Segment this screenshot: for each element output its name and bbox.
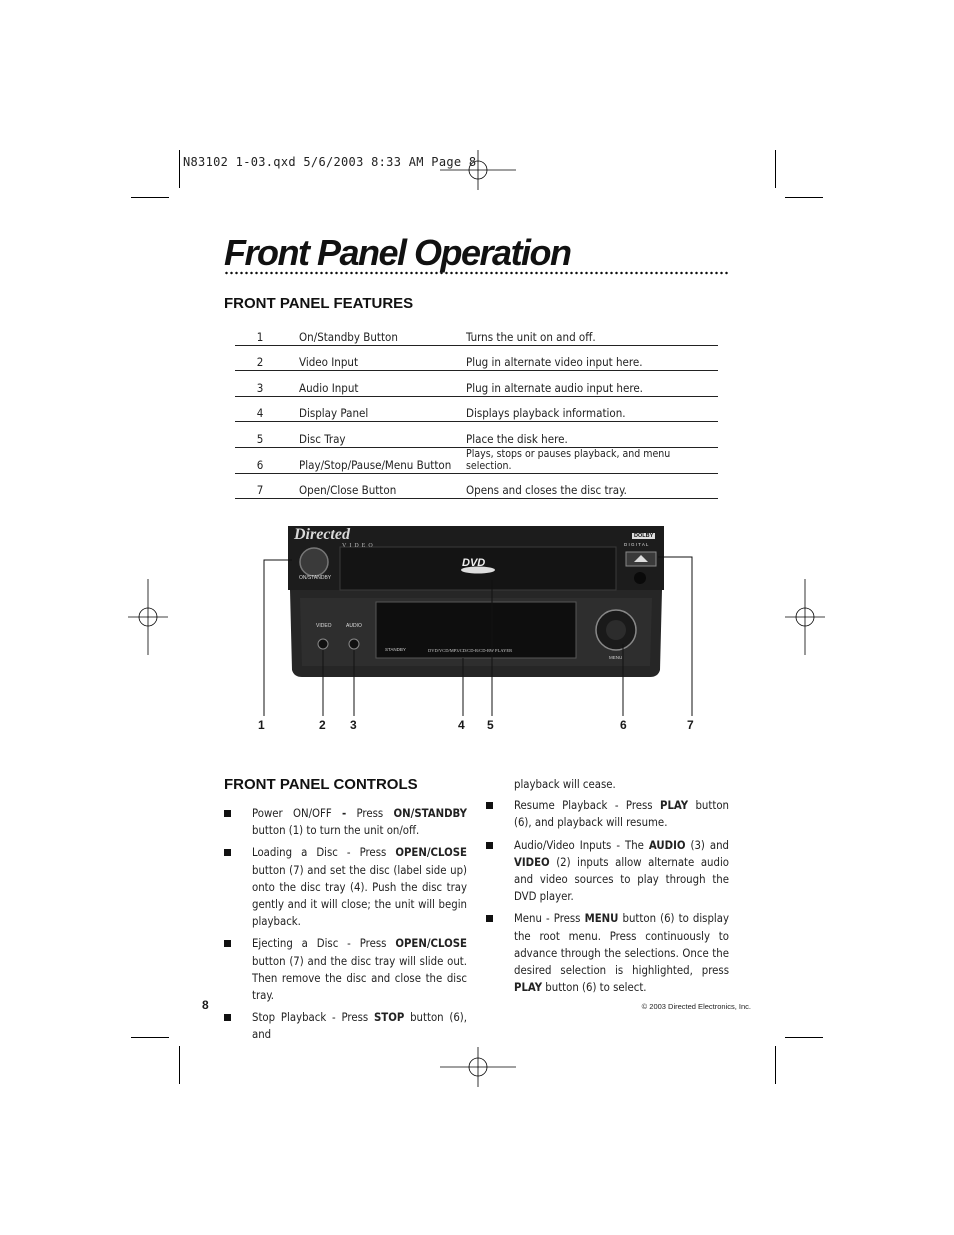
crop-mark (131, 197, 169, 198)
callout-7: 7 (687, 718, 694, 732)
features-heading: FRONT PANEL FEATURES (224, 295, 414, 312)
list-item: Ejecting a Disc - Press OPEN/CLOSE butto… (224, 935, 467, 1004)
list-item: Loading a Disc - Press OPEN/CLOSE button… (224, 844, 467, 930)
feature-number: 3 (235, 370, 299, 397)
registration-mark-right (785, 579, 825, 655)
crop-mark (775, 1046, 776, 1084)
feature-number: 1 (235, 320, 299, 346)
list-item: Stop Playback - Press STOP button (6), a… (224, 1009, 467, 1043)
feature-description: Opens and closes the disc tray. (466, 473, 718, 499)
list-item: Audio/Video Inputs - The AUDIO (3) and V… (486, 837, 729, 906)
registration-mark-bottom (440, 1047, 516, 1087)
on-standby-label: ON/STANDBY (299, 575, 332, 581)
crop-mark (179, 150, 180, 188)
dolby-digital-text: D I G I T A L (624, 542, 649, 547)
bullet-icon (224, 849, 231, 857)
crop-mark (775, 150, 776, 188)
feature-name: Display Panel (299, 396, 466, 422)
feature-number: 2 (235, 345, 299, 371)
copyright: © 2003 Directed Electronics, Inc. (641, 1002, 751, 1011)
registration-mark-top (440, 150, 516, 190)
feature-name: Disc Tray (299, 421, 466, 448)
controls-column-right: playback will cease. Resume Playback - P… (486, 776, 729, 1001)
crop-mark (785, 1037, 823, 1038)
feature-number: 7 (235, 473, 299, 499)
crop-mark (785, 197, 823, 198)
player-label: DVD/VCD/MP3/CD/CD-R/CD-RW PLAYER (428, 648, 513, 653)
page-title: Front Panel Operation (224, 232, 572, 273)
crop-mark (179, 1046, 180, 1084)
feature-name: On/Standby Button (299, 320, 466, 346)
list-item: Menu - Press MENU button (6) to display … (486, 910, 729, 996)
crop-mark (131, 1037, 169, 1038)
feature-name: Open/Close Button (299, 473, 466, 499)
registration-mark-left (128, 579, 168, 655)
video-jack (317, 638, 329, 650)
list-item: Resume Playback - Press PLAY button (6),… (486, 797, 729, 831)
bullet-icon (486, 841, 493, 849)
print-slug: N83102 1-03.qxd 5/6/2003 8:33 AM Page 8 (183, 155, 477, 169)
feature-description: Turns the unit on and off. (466, 320, 718, 346)
feature-name: Play/Stop/Pause/Menu Button (299, 447, 466, 474)
bullet-icon (486, 915, 493, 923)
callout-4: 4 (458, 718, 465, 732)
standby-label: STANDBY (385, 647, 406, 652)
video-label: VIDEO (316, 623, 332, 629)
feature-name: Audio Input (299, 370, 466, 397)
feature-description: Plug in alternate video input here. (466, 345, 718, 371)
dvd-logo: DVD (462, 557, 486, 569)
list-item: Power ON/OFF - Press ON/STANDBY button (… (224, 805, 467, 839)
bullet-icon (224, 940, 231, 948)
dolby-logo: DOLBY (632, 533, 656, 539)
audio-jack (348, 638, 360, 650)
audio-label: AUDIO (346, 623, 362, 629)
dvd-player-illustration (263, 526, 693, 716)
controls-column-left: Power ON/OFF - Press ON/STANDBY button (… (224, 805, 467, 1049)
callout-5: 5 (487, 718, 494, 732)
on-standby-button (299, 547, 329, 577)
feature-number: 5 (235, 421, 299, 448)
feature-description: Plays, stops or pauses playback, and men… (466, 447, 718, 474)
controls-heading: FRONT PANEL CONTROLS (224, 776, 418, 793)
list-item-continued: playback will cease. (514, 778, 616, 791)
bullet-icon (224, 1014, 231, 1022)
display-panel (375, 601, 577, 659)
brand-logo: Directed (294, 526, 350, 543)
feature-description: Displays playback information. (466, 396, 718, 422)
callout-2: 2 (319, 718, 326, 732)
dotted-rule (224, 271, 730, 275)
feature-description: Plug in alternate audio input here. (466, 370, 718, 397)
brand-sub: VIDEO (342, 543, 376, 549)
bullet-icon (486, 802, 493, 810)
feature-number: 6 (235, 447, 299, 474)
menu-label: MENU (609, 655, 623, 660)
feature-name: Video Input (299, 345, 466, 371)
feature-description: Place the disk here. (466, 421, 718, 448)
callout-6: 6 (620, 718, 627, 732)
page-number: 8 (202, 998, 209, 1012)
feature-number: 4 (235, 396, 299, 422)
callout-1: 1 (258, 718, 265, 732)
bullet-icon (224, 810, 231, 817)
callout-3: 3 (350, 718, 357, 732)
